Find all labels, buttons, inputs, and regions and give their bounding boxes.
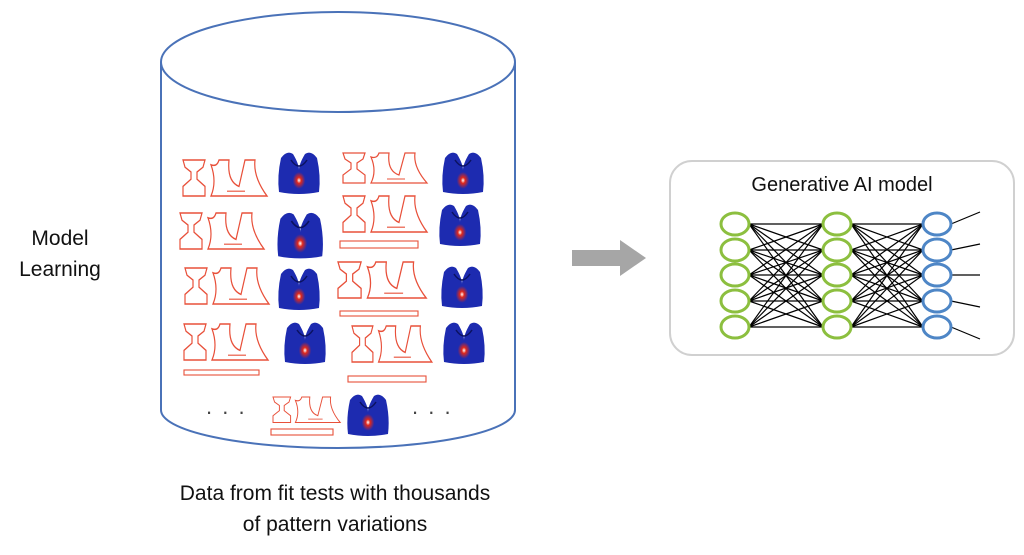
network-edge <box>748 223 824 302</box>
network-edge <box>850 223 924 302</box>
data-caption: Data from fit tests with thousands of pa… <box>130 478 540 540</box>
network-node <box>821 288 853 314</box>
waistband-piece <box>339 240 419 249</box>
waistband-piece <box>339 310 419 317</box>
network-edge <box>850 223 924 328</box>
network-edge <box>950 243 981 251</box>
caption-line-2: of pattern variations <box>242 513 428 536</box>
ellipsis-left: . . . <box>206 394 247 419</box>
network-edge <box>748 249 824 328</box>
network-node <box>821 314 853 340</box>
network-node <box>921 314 953 340</box>
network-edge <box>850 223 924 251</box>
neural-network <box>719 211 981 340</box>
network-edge <box>748 274 824 328</box>
network-node <box>719 288 751 314</box>
network-node <box>719 211 751 237</box>
network-node <box>921 237 953 263</box>
network-node <box>719 314 751 340</box>
network-node <box>719 237 751 263</box>
right-arrow-icon <box>572 240 646 276</box>
network-edge <box>748 223 824 328</box>
network-node <box>821 262 853 288</box>
model-learning-label: Model Learning <box>14 223 106 285</box>
waistband-piece <box>183 369 260 376</box>
network-edge <box>850 223 924 276</box>
network-edge <box>950 326 981 340</box>
network-edge <box>748 300 824 328</box>
network-edge <box>850 249 924 328</box>
network-node <box>921 211 953 237</box>
waistband-piece <box>347 375 427 383</box>
label-line-2: Learning <box>19 258 101 281</box>
waistband-piece <box>270 428 334 436</box>
network-node <box>821 211 853 237</box>
network-edge <box>950 211 981 225</box>
network-node <box>921 262 953 288</box>
ellipsis-right: . . . <box>412 394 453 419</box>
network-edge <box>748 223 824 251</box>
network-edge <box>748 223 824 276</box>
network-edge <box>850 300 924 328</box>
network-node <box>921 288 953 314</box>
model-title: Generative AI model <box>751 174 933 196</box>
caption-line-1: Data from fit tests with thousands <box>179 482 491 505</box>
network-edge <box>850 274 924 328</box>
label-line-1: Model <box>31 227 89 250</box>
network-node <box>719 262 751 288</box>
data-cylinder <box>160 11 516 449</box>
network-node <box>821 237 853 263</box>
network-edge <box>950 300 981 308</box>
